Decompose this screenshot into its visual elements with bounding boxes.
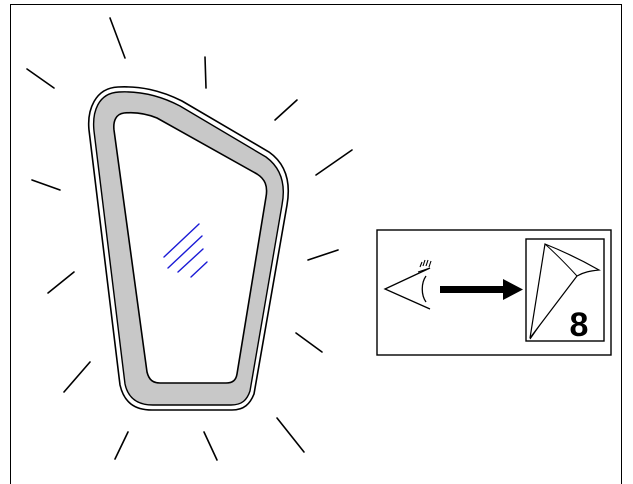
shine-ray (26, 68, 55, 89)
illustration-border (10, 4, 622, 484)
arrow-right-icon (440, 279, 523, 300)
shine-ray (315, 149, 353, 176)
shine-ray (203, 431, 218, 461)
shine-ray (109, 17, 126, 59)
inspection-inset: 8 (376, 229, 612, 356)
step-number: 8 (570, 306, 589, 344)
shine-ray (276, 417, 305, 453)
mirror-glass-icon (87, 86, 290, 411)
shine-rays (26, 17, 353, 461)
shine-ray (63, 361, 91, 393)
peel-corner (529, 243, 601, 339)
shine-ray (204, 56, 207, 89)
reflection-line (190, 261, 208, 278)
shine-ray (114, 431, 129, 460)
shine-ray (295, 332, 323, 353)
peel-film-icon: 8 (525, 238, 605, 344)
shine-ray (274, 99, 298, 121)
glass-reflection (163, 223, 208, 278)
shine-ray (47, 271, 75, 294)
shine-ray (307, 249, 339, 261)
shine-ray (31, 179, 61, 191)
reflection-line (177, 248, 204, 273)
reflection-line (163, 223, 200, 258)
reflection-line (167, 235, 203, 269)
eye-icon (383, 259, 432, 310)
